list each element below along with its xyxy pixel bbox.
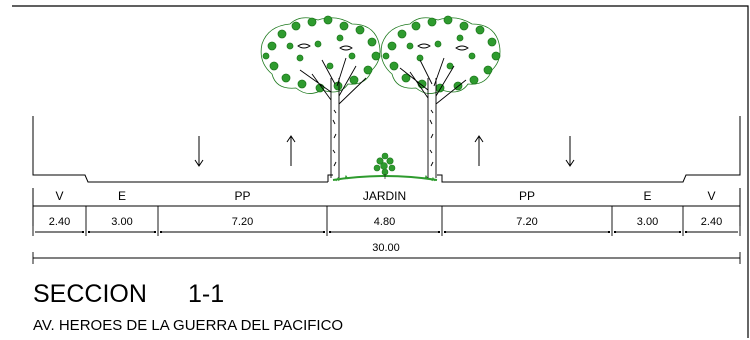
zone-width-label: 7.20 — [232, 216, 253, 228]
zone-width-label: 4.80 — [374, 216, 395, 228]
zone-width-label: 2.40 — [49, 216, 70, 228]
dimension-marker — [154, 231, 156, 233]
section-number: 1-1 — [188, 280, 224, 308]
drawing-frame — [12, 5, 749, 338]
zone-label: E — [643, 189, 651, 203]
zone-label: PP — [234, 189, 250, 203]
dimension-marker — [679, 231, 681, 233]
dimension-marker — [88, 231, 90, 233]
zone-width-label: 3.00 — [111, 216, 132, 228]
zone-width-label: 2.40 — [701, 216, 722, 228]
dimension-marker — [444, 231, 446, 233]
traffic-arrow-down-icon — [565, 136, 575, 167]
dimension-marker — [614, 231, 616, 233]
traffic-arrow-down-icon — [194, 136, 204, 167]
total-dimension — [32, 252, 741, 264]
zone-width-label: 3.00 — [637, 216, 658, 228]
grass-tufts — [335, 174, 436, 182]
dimension-marker — [82, 231, 84, 233]
total-width-label: 30.00 — [372, 242, 400, 254]
tree-icon — [260, 15, 381, 178]
zone-label: V — [707, 189, 715, 203]
zone-label: E — [118, 189, 126, 203]
zone-width-label: 7.20 — [516, 216, 537, 228]
section-subtitle: AV. HEROES DE LA GUERRA DEL PACIFICO — [33, 317, 343, 334]
section-title: SECCION — [33, 280, 147, 308]
traffic-arrow-up-icon — [286, 135, 296, 166]
dimension-lines — [32, 206, 741, 236]
dimension-marker — [685, 231, 687, 233]
dimension-marker — [323, 231, 325, 233]
traffic-arrow-up-icon — [474, 135, 484, 166]
tree-icon — [380, 15, 501, 178]
dimension-labels: 2.40 3.00 7.20 4.80 7.20 3.00 2.40 — [49, 216, 722, 228]
zone-label: V — [55, 189, 63, 203]
zone-label: JARDIN — [363, 189, 406, 203]
dimension-marker — [160, 231, 162, 233]
zone-labels: V E PP JARDIN PP E V — [55, 189, 715, 203]
zone-label: PP — [519, 189, 535, 203]
dimension-marker — [608, 231, 610, 233]
shrub-icon — [373, 152, 396, 179]
dimension-marker — [329, 231, 331, 233]
dimension-marker — [438, 231, 440, 233]
